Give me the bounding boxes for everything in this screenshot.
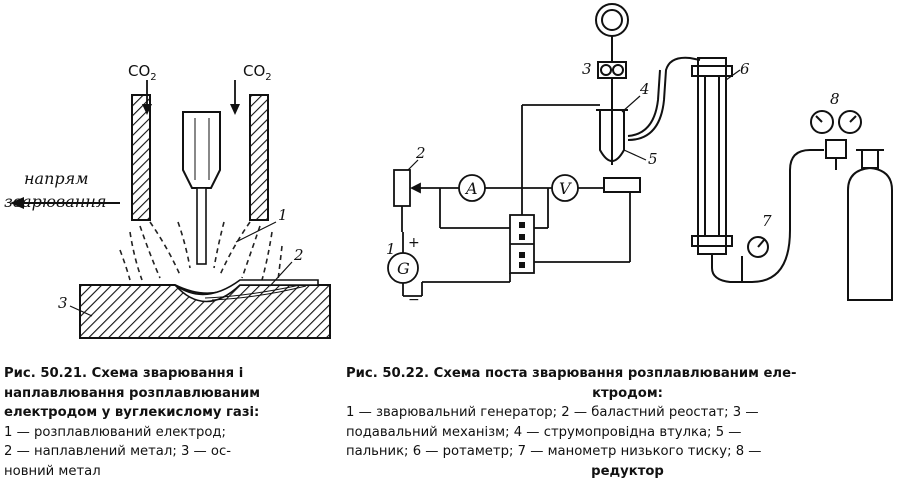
- callout-fig2-2: 2: [415, 144, 426, 162]
- reducer-gauge-right: [838, 110, 862, 134]
- nozzle-wall-left: [131, 94, 151, 221]
- caption2-item-line1: 1 — зварювальний генератор; 2 — баластни…: [346, 405, 759, 420]
- figure-50-21-welding-scheme: CO2 CO2 напрям зварювання: [4, 62, 331, 339]
- workpiece-fig2: [603, 177, 641, 193]
- voltmeter-label: V: [559, 179, 572, 198]
- caption1-heading-line3: електродом у вуглекислому газі:: [4, 405, 260, 420]
- callout-fig2-8: 8: [830, 90, 840, 108]
- caption2-heading-line2: ктродом:: [592, 385, 663, 401]
- caption1-item-line3: новний метал: [4, 463, 101, 479]
- callout-1: 1: [278, 206, 288, 224]
- contact-tip: [182, 111, 221, 189]
- co2-label-left: CO2: [128, 62, 157, 83]
- wire-spool: [595, 3, 629, 37]
- caption2-item-line2: подавальний механізм; 4 — струмопровідна…: [346, 424, 742, 440]
- low-pressure-manometer: [747, 236, 769, 258]
- ammeter-label: A: [464, 179, 478, 198]
- callout-fig2-6: 6: [740, 60, 750, 78]
- caption1-item-line2: 2 — наплавлений метал; 3 — ос-: [4, 444, 231, 459]
- callout-3: 3: [58, 294, 68, 312]
- caption1-item-line1: 1 — розплавлюваний електрод;: [4, 424, 226, 440]
- caption2-item-line4: редуктор: [591, 463, 664, 479]
- nozzle-wall-right: [249, 94, 269, 221]
- figure-50-22-welding-station: A V G + − 1 2 3 4 5 6 7 8: [386, 3, 893, 308]
- deposited-metal: [174, 279, 319, 303]
- caption-fig-50-21: Рис. 50.21. Схема зварювання і наплавлюв…: [4, 364, 334, 481]
- caption2-heading-line1: Рис. 50.22. Схема поста зварювання розпл…: [346, 366, 797, 381]
- caption1-heading-line2: наплавлювання розплавлюваним: [4, 385, 261, 401]
- reducer-gauge-left: [810, 110, 834, 134]
- generator-label: G: [397, 259, 410, 278]
- callout-2: 2: [293, 246, 304, 264]
- callout-fig2-4: 4: [639, 80, 650, 98]
- gas-cylinder: [847, 166, 893, 301]
- caption-fig-50-22: Рис. 50.22. Схема поста зварювання розпл…: [346, 364, 909, 481]
- co2-label-right: CO2: [243, 62, 272, 83]
- caption2-item-line3: пальник; 6 — ротаметр; 7 — манометр низь…: [346, 444, 762, 459]
- callout-fig2-3: 3: [582, 60, 592, 78]
- caption1-heading-line1: Рис. 50.21. Схема зварювання і: [4, 366, 244, 381]
- callout-fig2-5: 5: [648, 150, 658, 168]
- direction-label-line1: напрям: [24, 169, 88, 188]
- direction-label-line2: зварювання: [4, 192, 106, 211]
- rotameter: [697, 57, 727, 255]
- callout-fig2-1: 1: [386, 240, 396, 258]
- consumable-electrode: [196, 187, 207, 265]
- callout-fig2-7: 7: [762, 212, 772, 230]
- ballast-rheostat: [393, 169, 411, 207]
- welding-torch: [599, 110, 625, 162]
- plus-terminal: +: [408, 235, 420, 251]
- reducer: [825, 139, 847, 159]
- minus-terminal: −: [408, 292, 420, 308]
